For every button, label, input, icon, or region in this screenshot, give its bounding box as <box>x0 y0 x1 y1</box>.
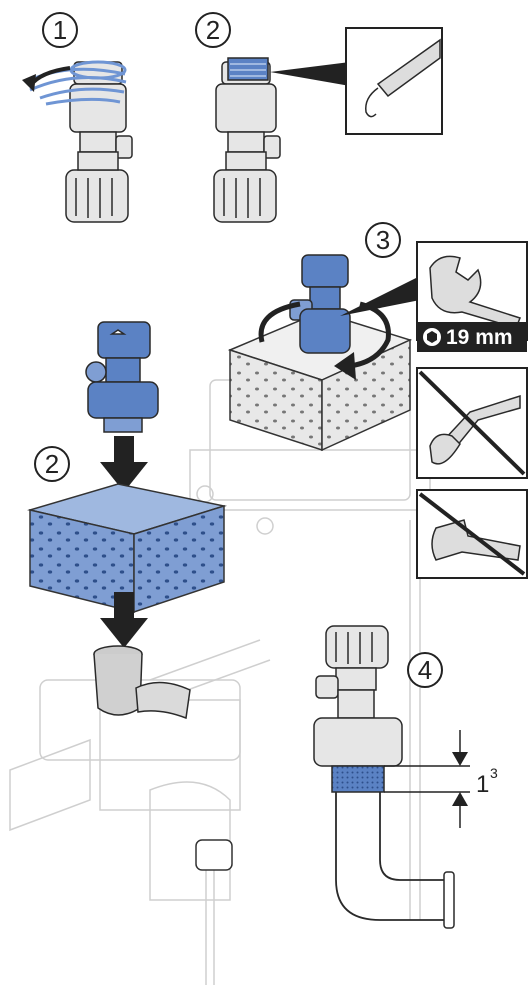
valve-part <box>65 61 133 223</box>
blue-foam-right <box>133 504 225 614</box>
step-4-number: 4 <box>418 655 432 685</box>
ghost-vice <box>189 379 431 920</box>
wrench-size-label: 19 mm <box>446 326 513 349</box>
paste-tube-box <box>345 27 443 135</box>
step-3-illustration: 3 19 mm <box>189 222 528 920</box>
prohibition-slash <box>418 370 526 476</box>
valve-part <box>313 625 403 767</box>
pliers-icon <box>429 394 521 465</box>
open-wrench-icon <box>429 255 521 329</box>
dimension-superscript: 3 <box>490 765 498 781</box>
dimension-value: 1 <box>476 771 489 798</box>
step-1-illustration: 1 <box>22 12 133 223</box>
step-3-number: 3 <box>376 225 390 255</box>
step-2-number-top: 2 <box>206 15 220 45</box>
step-2-paste-illustration: 2 <box>195 12 443 223</box>
callout-pointer <box>270 62 350 86</box>
paste-tube-icon <box>365 38 441 118</box>
pipe-end <box>443 871 455 929</box>
down-arrow-head <box>100 462 148 492</box>
grey-fitting <box>93 645 191 720</box>
step-1-number: 1 <box>53 15 67 45</box>
dimension-arrow-up <box>452 792 468 806</box>
valve-part <box>213 61 281 223</box>
down-arrow-head <box>100 618 148 648</box>
callout-pointer <box>340 276 420 316</box>
arrow-head <box>334 352 356 380</box>
rotation-arrow <box>258 301 391 369</box>
dimension-arrow-down <box>452 752 468 766</box>
step-2-number-bottom: 2 <box>45 449 59 479</box>
step-4-illustration: 4 1 3 <box>313 625 498 929</box>
threaded-nipple <box>331 765 385 793</box>
down-arrow-shaft <box>114 592 134 618</box>
step-2-vice-illustration: 2 <box>9 321 271 985</box>
adjustable-wrench-icon <box>431 519 521 561</box>
blue-valve <box>85 321 159 433</box>
down-arrow-shaft <box>114 436 134 462</box>
blue-valve <box>289 254 351 354</box>
elbow-pipe <box>335 792 446 921</box>
prohibition-slash <box>418 492 526 576</box>
arrow-head <box>22 74 36 92</box>
